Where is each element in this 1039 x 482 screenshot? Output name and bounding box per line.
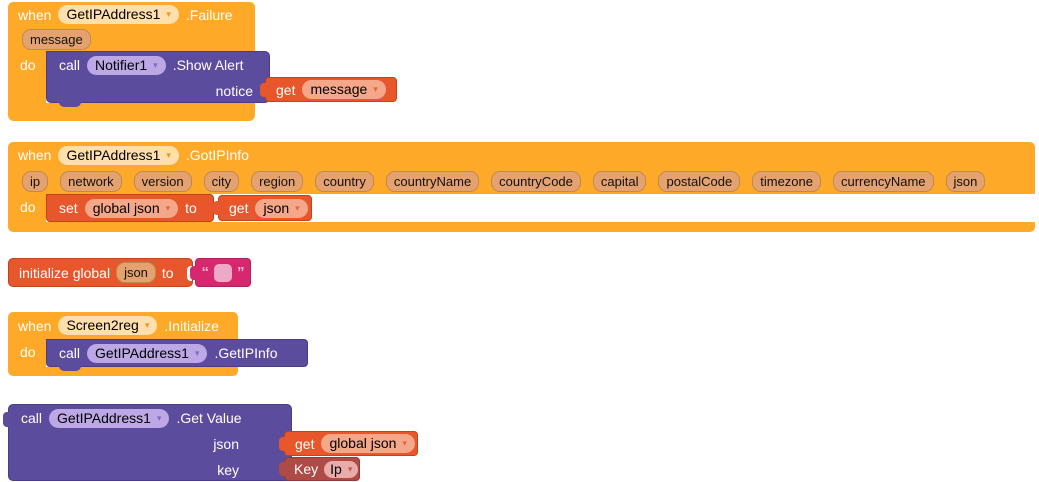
call-label: call (21, 410, 43, 426)
do-label: do (20, 57, 36, 73)
component-dropdown[interactable]: Notifier1▾ (87, 55, 166, 75)
chevron-down-icon: ▾ (347, 463, 353, 474)
event-do-column: do (8, 194, 46, 222)
chevron-down-icon: ▾ (156, 412, 162, 423)
get-message-block[interactable]: get message▾ (260, 77, 397, 102)
to-label: to (185, 200, 197, 216)
event-param-chip[interactable]: countryName (385, 170, 480, 192)
event-param-chip[interactable]: json (945, 170, 986, 192)
chevron-down-icon: ▾ (295, 202, 300, 213)
call-show-alert-block[interactable]: call Notifier1▾ .Show Alert notice (46, 51, 270, 107)
get-label: get (229, 200, 249, 216)
chevron-down-icon: ▾ (166, 9, 171, 19)
call-getipinfo-block[interactable]: call GetIPAddress1▾ .GetIPInfo (46, 339, 308, 371)
event-do-column: do (8, 51, 46, 103)
next-connector (59, 366, 81, 371)
event-param-chip[interactable]: timezone (752, 170, 821, 192)
variable-dropdown[interactable]: global json▾ (321, 434, 415, 453)
do-label: do (20, 344, 36, 360)
event-param-chip[interactable]: country (315, 170, 374, 192)
event-block-footer (8, 103, 255, 121)
initialize-global-block-group[interactable]: initialize global json to “ ” (8, 258, 253, 287)
when-label: when (18, 317, 52, 334)
to-label: to (161, 264, 174, 281)
open-quote: “ (201, 264, 210, 281)
event-param-chip[interactable]: region (251, 170, 304, 192)
json-arg-label: json (213, 436, 239, 452)
call-get-value-block[interactable]: call GetIPAddress1▾ .Get Value json key (3, 404, 292, 481)
key-dropdown[interactable]: Ip▾ (324, 460, 359, 478)
chevron-down-icon: ▾ (144, 320, 150, 330)
event-block-footer (8, 367, 238, 376)
event-block-footer (8, 222, 1035, 232)
event-block-header[interactable]: when Screen2reg▾ .Initialize (8, 312, 238, 339)
connector-plug (279, 462, 286, 476)
event-name-label: .Initialize (164, 317, 219, 334)
method-name-label: .GetIPInfo (214, 345, 278, 361)
set-global-json-block[interactable]: set global json▾ to (46, 194, 214, 222)
screen-initialize-event-block-group[interactable]: when Screen2reg▾ .Initialize do call Get… (8, 312, 308, 376)
get-label: get (295, 435, 315, 452)
initialize-global-label: initialize global (19, 264, 111, 281)
event-name-label: .Failure (185, 6, 233, 23)
connector-plug (260, 83, 267, 97)
failure-event-block-group[interactable]: when GetIPAddress1▾ .Failure message do … (8, 2, 400, 124)
event-block-header[interactable]: when GetIPAddress1▾ .Failure message (8, 2, 255, 51)
event-param-chip[interactable]: message (22, 28, 91, 50)
value-socket (187, 266, 192, 281)
event-do-column: do (8, 339, 46, 367)
event-param-chip[interactable]: ip (22, 170, 49, 192)
get-value-call-block-group[interactable]: call GetIPAddress1▾ .Get Value json key … (3, 404, 420, 481)
chevron-down-icon: ▾ (153, 59, 158, 70)
method-name-label: .Get Value (176, 410, 242, 426)
notice-arg-label: notice (215, 83, 253, 99)
component-dropdown[interactable]: Screen2reg▾ (58, 316, 158, 335)
chevron-down-icon: ▾ (165, 202, 171, 213)
connector-plug (213, 201, 220, 215)
event-block-header[interactable]: when GetIPAddress1▾ .GotIPInfo ip networ… (8, 142, 1035, 194)
event-param-chip[interactable]: postalCode (658, 170, 741, 192)
event-param-chip[interactable]: version (133, 170, 192, 192)
do-label: do (20, 199, 36, 215)
chevron-down-icon: ▾ (166, 149, 171, 160)
close-quote: ” (237, 264, 245, 281)
event-param-chip[interactable]: city (203, 170, 240, 192)
component-dropdown[interactable]: GetIPAddress1▾ (49, 408, 170, 428)
component-dropdown[interactable]: GetIPAddress1▾ (58, 145, 179, 165)
call-label: call (59, 57, 81, 73)
component-dropdown[interactable]: GetIPAddress1▾ (58, 5, 179, 24)
key-label: Key (294, 461, 319, 477)
event-param-chip[interactable]: countryCode (491, 170, 581, 192)
key-arg-label: key (217, 461, 239, 478)
chevron-down-icon: ▾ (194, 347, 200, 358)
connector-plug (279, 437, 286, 451)
get-global-json-block[interactable]: get global json▾ (279, 431, 418, 456)
get-json-block[interactable]: get json▾ (213, 195, 312, 221)
when-label: when (18, 147, 52, 163)
key-ip-block[interactable]: Key Ip▾ (279, 457, 360, 481)
variable-name-field[interactable]: json (116, 262, 156, 283)
gotipinfo-event-block-group[interactable]: when GetIPAddress1▾ .GotIPInfo ip networ… (8, 142, 1035, 232)
variable-dropdown[interactable]: json▾ (255, 198, 308, 218)
call-label: call (59, 345, 81, 361)
next-connector (59, 102, 81, 107)
method-name-label: .Show Alert (172, 57, 244, 73)
event-param-chip[interactable]: currencyName (833, 170, 934, 192)
get-label: get (276, 81, 296, 98)
connector-plug (190, 266, 197, 280)
variable-dropdown[interactable]: message▾ (302, 80, 386, 99)
string-text-field[interactable] (214, 263, 232, 282)
variable-dropdown[interactable]: global json▾ (84, 198, 179, 218)
set-label: set (59, 200, 78, 216)
empty-string-block[interactable]: “ ” (190, 258, 251, 287)
event-param-chip[interactable]: network (60, 170, 122, 192)
component-dropdown[interactable]: GetIPAddress1▾ (87, 343, 208, 363)
event-name-label: .GotIPInfo (185, 147, 249, 163)
event-param-chip[interactable]: capital (592, 170, 647, 192)
chevron-down-icon: ▾ (373, 84, 378, 94)
initialize-global-json-block[interactable]: initialize global json to (8, 258, 193, 287)
output-plug (3, 412, 10, 427)
when-label: when (18, 6, 52, 23)
chevron-down-icon: ▾ (402, 438, 407, 448)
